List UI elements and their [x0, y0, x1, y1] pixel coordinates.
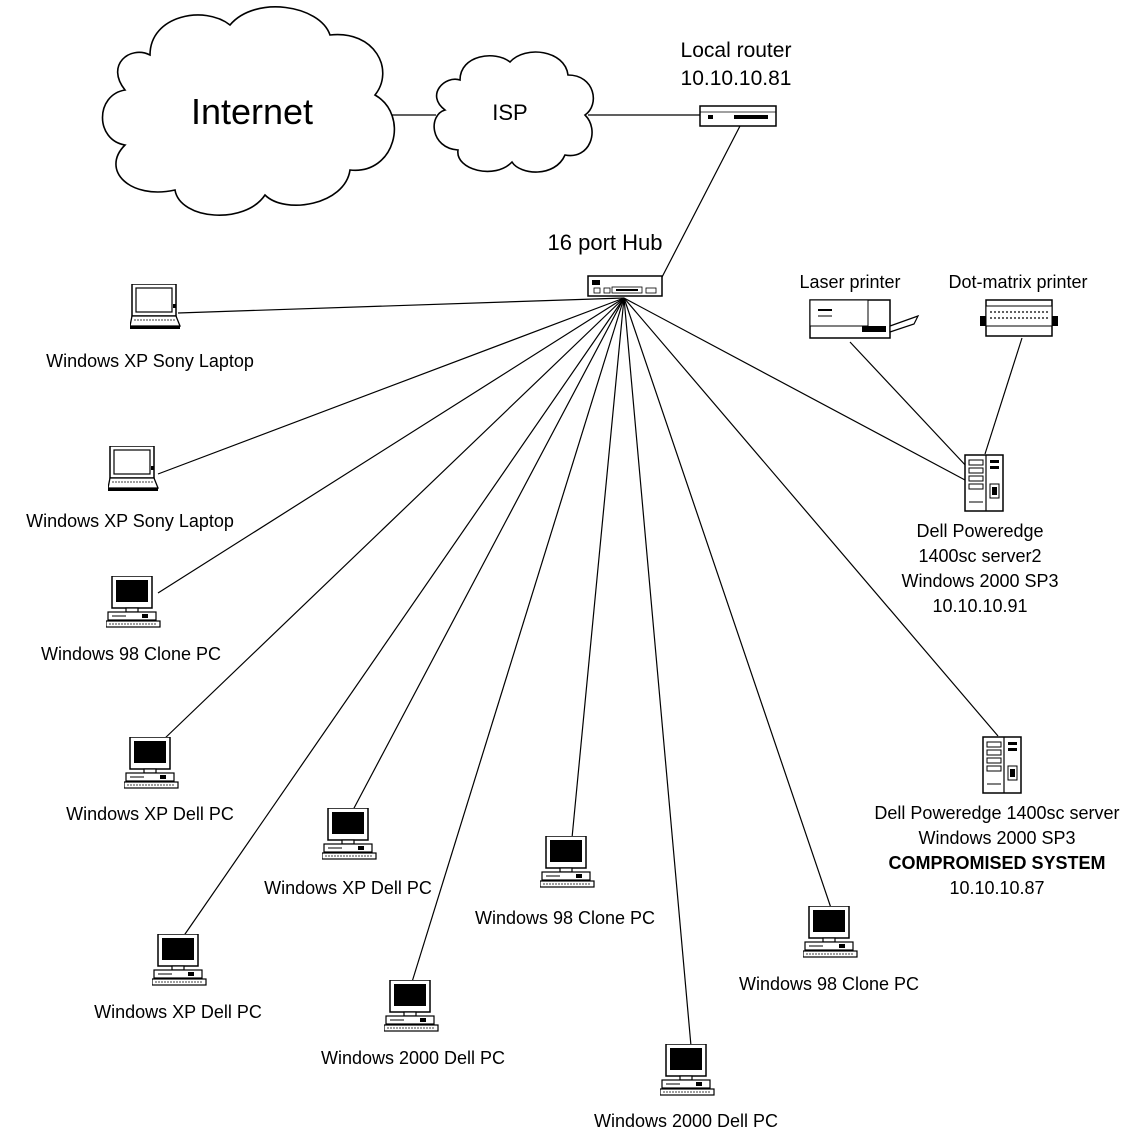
client-laptop-1: Windows XP Sony Laptop	[46, 284, 254, 371]
client-label: Windows 98 Clone PC	[475, 908, 655, 928]
link-hub-pc1	[157, 297, 625, 594]
laser-printer-label: Laser printer	[799, 272, 900, 292]
compromised-server-line3: COMPROMISED SYSTEM	[888, 853, 1105, 873]
dot-matrix-printer-icon	[980, 299, 1058, 337]
client-label: Windows 2000 Dell PC	[594, 1111, 778, 1131]
link-hub-laptop2	[157, 297, 625, 475]
compromised-server-line2: Windows 2000 SP3	[918, 828, 1075, 848]
internet-label: Internet	[191, 91, 313, 132]
laser-printer-icon	[809, 299, 920, 339]
router-name-label: Local router	[681, 39, 792, 62]
server2: Dell Poweredge 1400sc server2 Windows 20…	[901, 454, 1059, 616]
link-hub-laptop1	[177, 297, 625, 314]
link-hub-server2	[623, 297, 966, 481]
hub: 16 port Hub	[548, 230, 663, 297]
compromised-server-line1: Dell Poweredge 1400sc server	[874, 803, 1119, 823]
compromised-server-line4: 10.10.10.87	[949, 878, 1044, 898]
client-pc-6: Windows 2000 Dell PC	[321, 980, 505, 1068]
local-router: Local router 10.10.10.81	[681, 39, 792, 127]
client-label: Windows XP Dell PC	[94, 1002, 262, 1022]
link-hub-pc3	[182, 297, 625, 938]
client-label: Windows XP Dell PC	[66, 804, 234, 824]
desktop-pc-icon	[660, 1044, 715, 1096]
server2-line1: Dell Poweredge	[916, 521, 1043, 541]
link-hub-server-compromised	[623, 297, 999, 737]
link-hub-pc6	[571, 297, 625, 839]
client-label: Windows 2000 Dell PC	[321, 1048, 505, 1068]
server2-line4: 10.10.10.91	[932, 596, 1027, 616]
isp-cloud-icon	[433, 51, 595, 173]
hub-label: 16 port Hub	[548, 230, 663, 255]
internet-cloud: Internet	[101, 6, 396, 216]
client-label: Windows XP Sony Laptop	[26, 511, 234, 531]
client-pc-4: Windows XP Dell PC	[264, 808, 432, 898]
desktop-pc-icon	[106, 576, 161, 628]
laptop-icon	[130, 284, 181, 330]
desktop-pc-icon	[124, 737, 179, 789]
compromised-server: Dell Poweredge 1400sc server Windows 200…	[874, 736, 1120, 898]
client-pc-8: Windows 98 Clone PC	[739, 906, 919, 994]
dot-matrix-printer: Dot-matrix printer	[948, 272, 1088, 337]
dot-matrix-printer-label: Dot-matrix printer	[948, 272, 1087, 292]
link-dotmatrix-server2	[984, 337, 1023, 455]
client-label: Windows 98 Clone PC	[41, 644, 221, 664]
client-label: Windows XP Sony Laptop	[46, 351, 254, 371]
laser-printer: Laser printer	[799, 272, 920, 339]
client-pc-3: Windows XP Dell PC	[94, 934, 262, 1022]
client-pc-1: Windows 98 Clone PC	[41, 576, 221, 664]
client-pc-7: Windows 2000 Dell PC	[594, 1044, 778, 1131]
client-laptop-2: Windows XP Sony Laptop	[26, 446, 234, 531]
router-ip-label: 10.10.10.81	[681, 67, 792, 90]
link-router-hub	[659, 125, 741, 282]
client-pc-2: Windows XP Dell PC	[66, 737, 234, 824]
link-laser-server2	[849, 341, 969, 469]
connection-lines	[157, 114, 1023, 1047]
client-label: Windows 98 Clone PC	[739, 974, 919, 994]
server-tower-icon	[982, 736, 1022, 794]
server-tower-icon	[964, 454, 1004, 512]
isp-label: ISP	[492, 100, 527, 125]
desktop-pc-icon	[803, 906, 858, 958]
laptop-icon	[108, 446, 159, 492]
hub-icon	[587, 275, 663, 297]
link-hub-pc2	[161, 297, 625, 742]
desktop-pc-icon	[152, 934, 207, 986]
link-hub-pc4	[352, 297, 625, 811]
desktop-pc-icon	[384, 980, 439, 1032]
link-hub-pc5	[411, 297, 625, 983]
isp-cloud: ISP	[433, 51, 595, 173]
router-icon	[699, 105, 777, 127]
server2-line3: Windows 2000 SP3	[901, 571, 1058, 591]
internet-cloud-icon	[101, 6, 396, 216]
client-label: Windows XP Dell PC	[264, 878, 432, 898]
desktop-pc-icon	[540, 836, 595, 888]
link-hub-pc7	[623, 297, 692, 1047]
server2-line2: 1400sc server2	[918, 546, 1041, 566]
desktop-pc-icon	[322, 808, 377, 860]
link-hub-pc8	[623, 297, 832, 909]
client-pc-5: Windows 98 Clone PC	[475, 836, 655, 928]
